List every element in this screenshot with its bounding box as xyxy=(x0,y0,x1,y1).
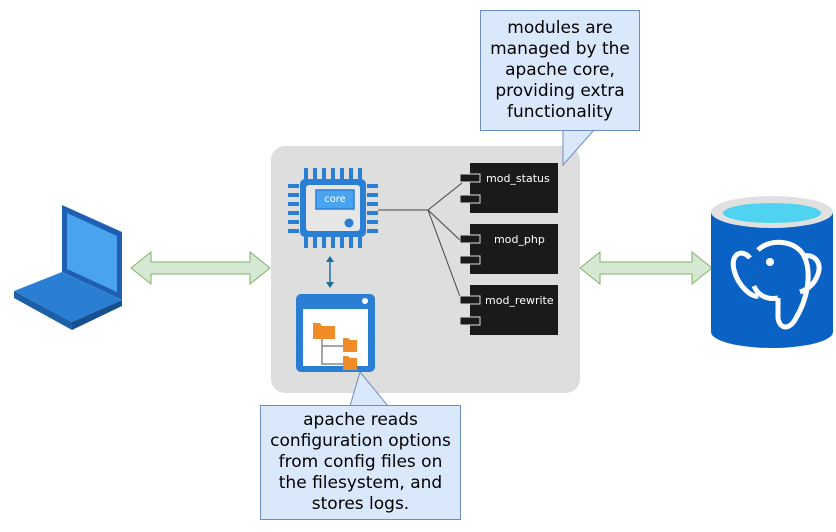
server-database-arrow xyxy=(579,250,713,286)
client-server-arrow xyxy=(130,250,271,286)
modules-callout-text: modules are managed by the apache core, … xyxy=(490,18,630,122)
modules-callout: modules are managed by the apache core, … xyxy=(480,10,640,131)
config-callout-text: apache reads configuration options from … xyxy=(270,410,451,514)
postgresql-database-icon xyxy=(711,196,833,348)
module-box-mod-status xyxy=(459,163,558,213)
module-label-mod-rewrite: mod_rewrite xyxy=(485,294,554,307)
core-module-connectors xyxy=(378,182,463,303)
core-filesystem-arrow xyxy=(326,256,334,288)
module-label-mod-status: mod_status xyxy=(486,172,550,185)
module-label-mod-php: mod_php xyxy=(494,233,545,246)
core-label: core xyxy=(324,194,346,205)
cpu-chip-icon xyxy=(288,168,378,248)
module-box-mod-php xyxy=(459,224,558,274)
laptop-icon xyxy=(14,205,122,330)
file-explorer-icon xyxy=(296,294,375,372)
module-box-mod-rewrite xyxy=(459,285,558,335)
config-callout: apache reads configuration options from … xyxy=(260,405,461,520)
